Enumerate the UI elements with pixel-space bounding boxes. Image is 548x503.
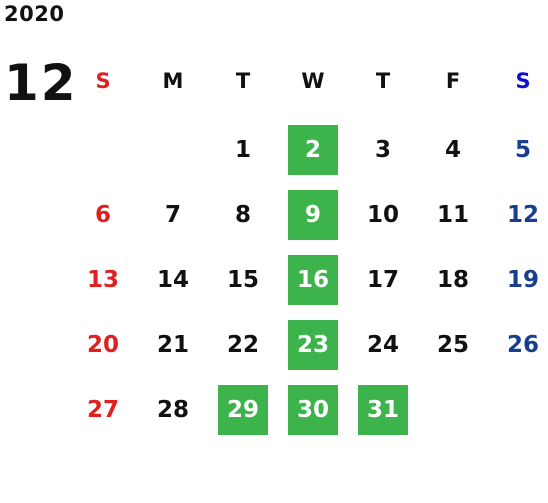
day-cell[interactable]: 17	[366, 267, 399, 293]
day-cell[interactable]: 18	[436, 267, 469, 293]
weekday-friday: F	[445, 69, 461, 93]
day-cell[interactable]: 7	[164, 202, 181, 228]
day-cell[interactable]	[428, 385, 478, 435]
day-cell[interactable]: 3	[374, 137, 391, 163]
day-cell[interactable]	[78, 125, 128, 175]
weekday-monday: M	[162, 69, 184, 93]
day-cell[interactable]: 26	[506, 332, 539, 358]
day-cell[interactable]: 5	[514, 137, 531, 163]
day-cell-highlighted[interactable]: 16	[288, 255, 338, 305]
day-cell[interactable]: 13	[86, 267, 119, 293]
day-cell[interactable]: 6	[94, 202, 111, 228]
weekday-tuesday: T	[235, 69, 251, 93]
weekday-sunday: S	[95, 69, 111, 93]
day-cell[interactable]: 22	[226, 332, 259, 358]
weekday-thursday: T	[375, 69, 391, 93]
day-cell[interactable]: 24	[366, 332, 399, 358]
day-cell[interactable]: 14	[156, 267, 189, 293]
day-cell-highlighted[interactable]: 30	[288, 385, 338, 435]
day-cell[interactable]: 20	[86, 332, 119, 358]
day-cell[interactable]: 8	[234, 202, 251, 228]
day-cell[interactable]: 25	[436, 332, 469, 358]
weekday-wednesday: W	[301, 69, 325, 93]
day-cell[interactable]	[498, 385, 548, 435]
day-cell[interactable]: 15	[226, 267, 259, 293]
weekday-saturday: S	[515, 69, 531, 93]
day-cell[interactable]: 28	[156, 397, 189, 423]
day-cell-highlighted[interactable]: 29	[218, 385, 268, 435]
day-cell[interactable]: 19	[506, 267, 539, 293]
day-cell[interactable]: 10	[366, 202, 399, 228]
day-cell[interactable]: 11	[436, 202, 469, 228]
calendar-month: 12	[4, 54, 78, 112]
day-cell[interactable]: 21	[156, 332, 189, 358]
day-cell-highlighted[interactable]: 9	[288, 190, 338, 240]
day-cell[interactable]	[148, 125, 198, 175]
day-cell-highlighted[interactable]: 2	[288, 125, 338, 175]
day-cell[interactable]: 12	[506, 202, 539, 228]
day-cell[interactable]: 27	[86, 397, 119, 423]
day-cell[interactable]: 1	[234, 137, 251, 163]
day-cell-highlighted[interactable]: 31	[358, 385, 408, 435]
day-cell-highlighted[interactable]: 23	[288, 320, 338, 370]
calendar-year: 2020	[4, 2, 65, 26]
day-cell[interactable]: 4	[444, 137, 461, 163]
